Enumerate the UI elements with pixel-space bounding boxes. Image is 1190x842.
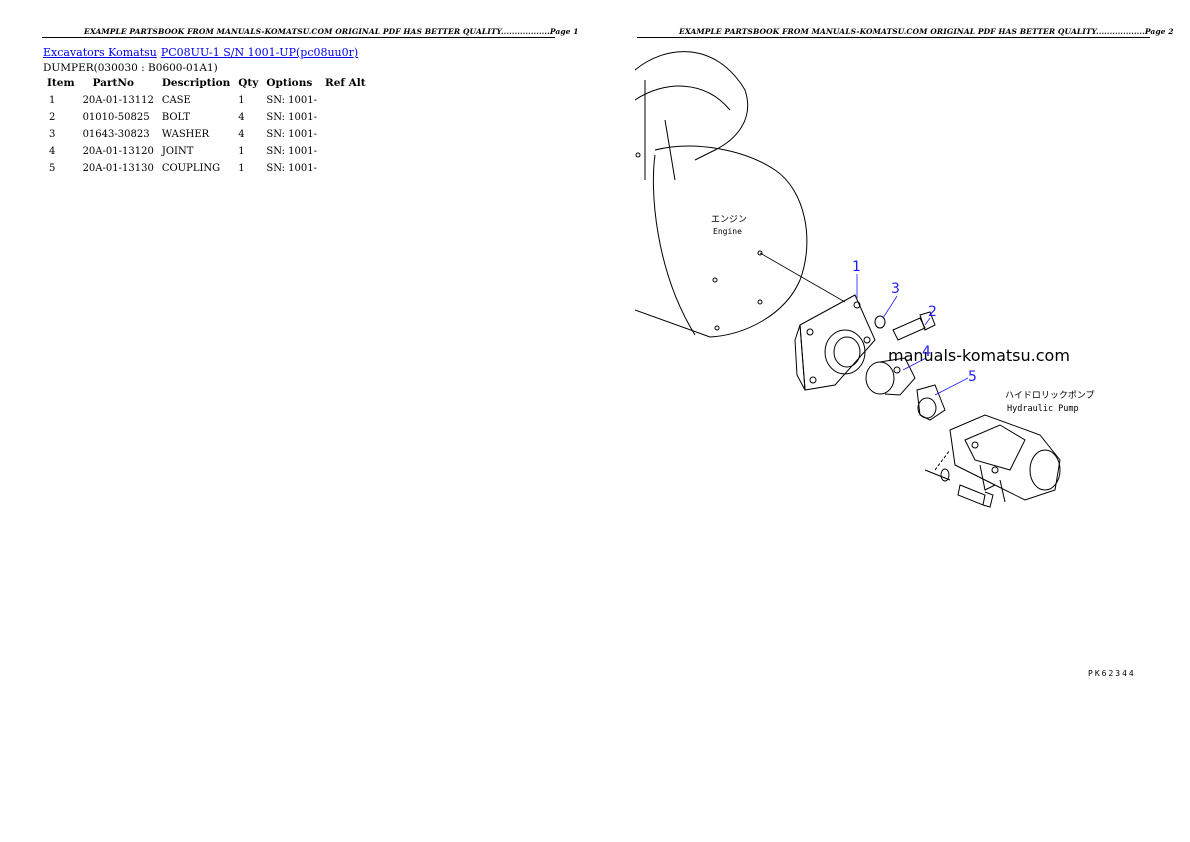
col-header-ref-alt: Ref Alt: [324, 77, 366, 89]
cell-options: SN: 1001-: [266, 94, 317, 106]
cell-partno: 01643-30823: [82, 128, 150, 140]
cell-description: JOINT: [161, 145, 194, 157]
engine-outline: [635, 51, 808, 338]
breadcrumb-link-category[interactable]: Excavators Komatsu: [43, 46, 157, 59]
pump-washer: [940, 468, 950, 482]
breadcrumb-link-model[interactable]: PC08UU-1 S/N 1001-UP(pc08uu0r): [160, 46, 359, 59]
cell-description: CASE: [161, 94, 191, 106]
col-header-qty: Qty: [238, 77, 259, 89]
col-header-item: Item: [47, 77, 75, 89]
washer-part: [874, 315, 886, 329]
cell-options: SN: 1001-: [266, 128, 317, 140]
cell-qty: 1: [238, 145, 245, 157]
cell-qty: 1: [238, 94, 245, 106]
header-divider: [42, 37, 555, 38]
callout-leaders: [856, 274, 969, 396]
header-divider: [637, 37, 1150, 38]
cell-ref-alt: [321, 160, 370, 177]
drawing-page: EXAMPLE PARTSBOOK FROM MANUALS-KOMATSU.C…: [595, 0, 1190, 842]
callout-3[interactable]: 3: [891, 281, 900, 297]
callout-5[interactable]: 5: [968, 369, 977, 385]
cell-item: 2: [49, 111, 56, 123]
hydraulic-pump: [924, 414, 1061, 503]
callout-4[interactable]: 4: [922, 344, 931, 360]
col-header-description: Description: [161, 77, 231, 89]
cell-qty: 4: [238, 128, 245, 140]
table-row: 2 01010-50825 BOLT 4 SN: 1001-: [43, 109, 370, 126]
cell-partno: 20A-01-13130: [82, 162, 154, 174]
table-row: 3 01643-30823 WASHER 4 SN: 1001-: [43, 126, 370, 143]
cell-description: COUPLING: [161, 162, 221, 174]
cell-ref-alt: [321, 92, 370, 109]
coupling-part: [916, 384, 946, 421]
table-row: 5 20A-01-13130 COUPLING 1 SN: 1001-: [43, 160, 370, 177]
pump-bolt: [957, 484, 994, 508]
case-part: [794, 294, 876, 391]
engine-label-jp: エンジン: [711, 215, 747, 225]
cell-partno: 20A-01-13120: [82, 145, 154, 157]
table-header-row: Item PartNo Description Qty Options Ref …: [43, 76, 370, 92]
cell-options: SN: 1001-: [266, 111, 317, 123]
cell-item: 3: [49, 128, 56, 140]
table-row: 1 20A-01-13112 CASE 1 SN: 1001-: [43, 92, 370, 109]
cell-item: 4: [49, 145, 56, 157]
cell-item: 5: [49, 162, 56, 174]
parts-list-page: EXAMPLE PARTSBOOK FROM MANUALS-KOMATSU.C…: [42, 27, 579, 177]
cell-description: BOLT: [161, 111, 191, 123]
cell-item: 1: [49, 94, 56, 106]
watermark: manuals-komatsu.com: [888, 346, 1070, 365]
cell-options: SN: 1001-: [266, 145, 317, 157]
engine-label-en: Engine: [713, 227, 742, 236]
page-header: EXAMPLE PARTSBOOK FROM MANUALS-KOMATSU.C…: [84, 27, 579, 36]
cell-description: WASHER: [161, 128, 210, 140]
col-header-partno: PartNo: [92, 77, 134, 89]
parts-table: Item PartNo Description Qty Options Ref …: [43, 76, 370, 177]
callout-2[interactable]: 2: [928, 304, 937, 320]
drawing-code: PK62344: [1088, 669, 1136, 678]
bolt-part: [892, 311, 936, 341]
cell-ref-alt: [321, 126, 370, 143]
callouts: 1 3 2 4 5: [852, 259, 977, 385]
pump-label-jp: ハイドロリックポンプ: [1005, 390, 1095, 401]
cell-partno: 01010-50825: [82, 111, 150, 123]
cell-ref-alt: [321, 143, 370, 160]
page-header: EXAMPLE PARTSBOOK FROM MANUALS-KOMATSU.C…: [679, 27, 1174, 36]
joint-part: [865, 357, 916, 396]
callout-1[interactable]: 1: [852, 259, 861, 275]
cell-qty: 1: [238, 162, 245, 174]
cell-partno: 20A-01-13112: [82, 94, 154, 106]
group-title: DUMPER(030030 : B0600-01A1): [43, 62, 218, 74]
col-header-options: Options: [266, 77, 313, 89]
cell-qty: 4: [238, 111, 245, 123]
table-row: 4 20A-01-13120 JOINT 1 SN: 1001-: [43, 143, 370, 160]
cell-ref-alt: [321, 109, 370, 126]
exploded-parts-drawing: エンジン Engine: [635, 51, 1095, 508]
cell-options: SN: 1001-: [266, 162, 317, 174]
pump-label-en: Hydraulic Pump: [1007, 404, 1079, 414]
